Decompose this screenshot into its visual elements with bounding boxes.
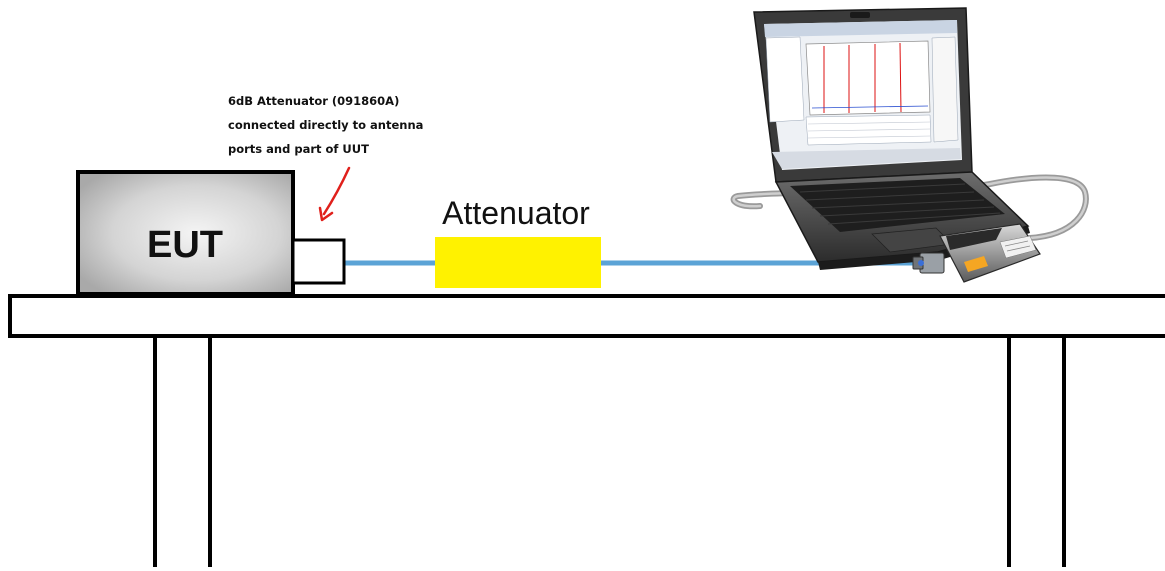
red-arrow-icon [318,166,351,222]
annotation-line-1: 6dB Attenuator (091860A) [228,94,399,108]
antenna-port-attenuator-box [291,238,346,285]
table-top [8,294,1165,338]
annotation-text: 6dB Attenuator (091860A) connected direc… [228,94,423,156]
annotation-line-3: ports and part of UUT [228,142,369,156]
laptop-icon [730,7,1089,270]
eut-box [76,170,295,296]
attenuator-box [435,237,601,288]
table-leg-left [153,334,212,571]
table-leg-right [1007,334,1066,571]
power-sensor-icon [912,223,1041,283]
attenuator-label: Attenuator [442,195,590,231]
annotation-line-2: connected directly to antenna [228,118,423,132]
eut-label: EUT [147,224,223,266]
